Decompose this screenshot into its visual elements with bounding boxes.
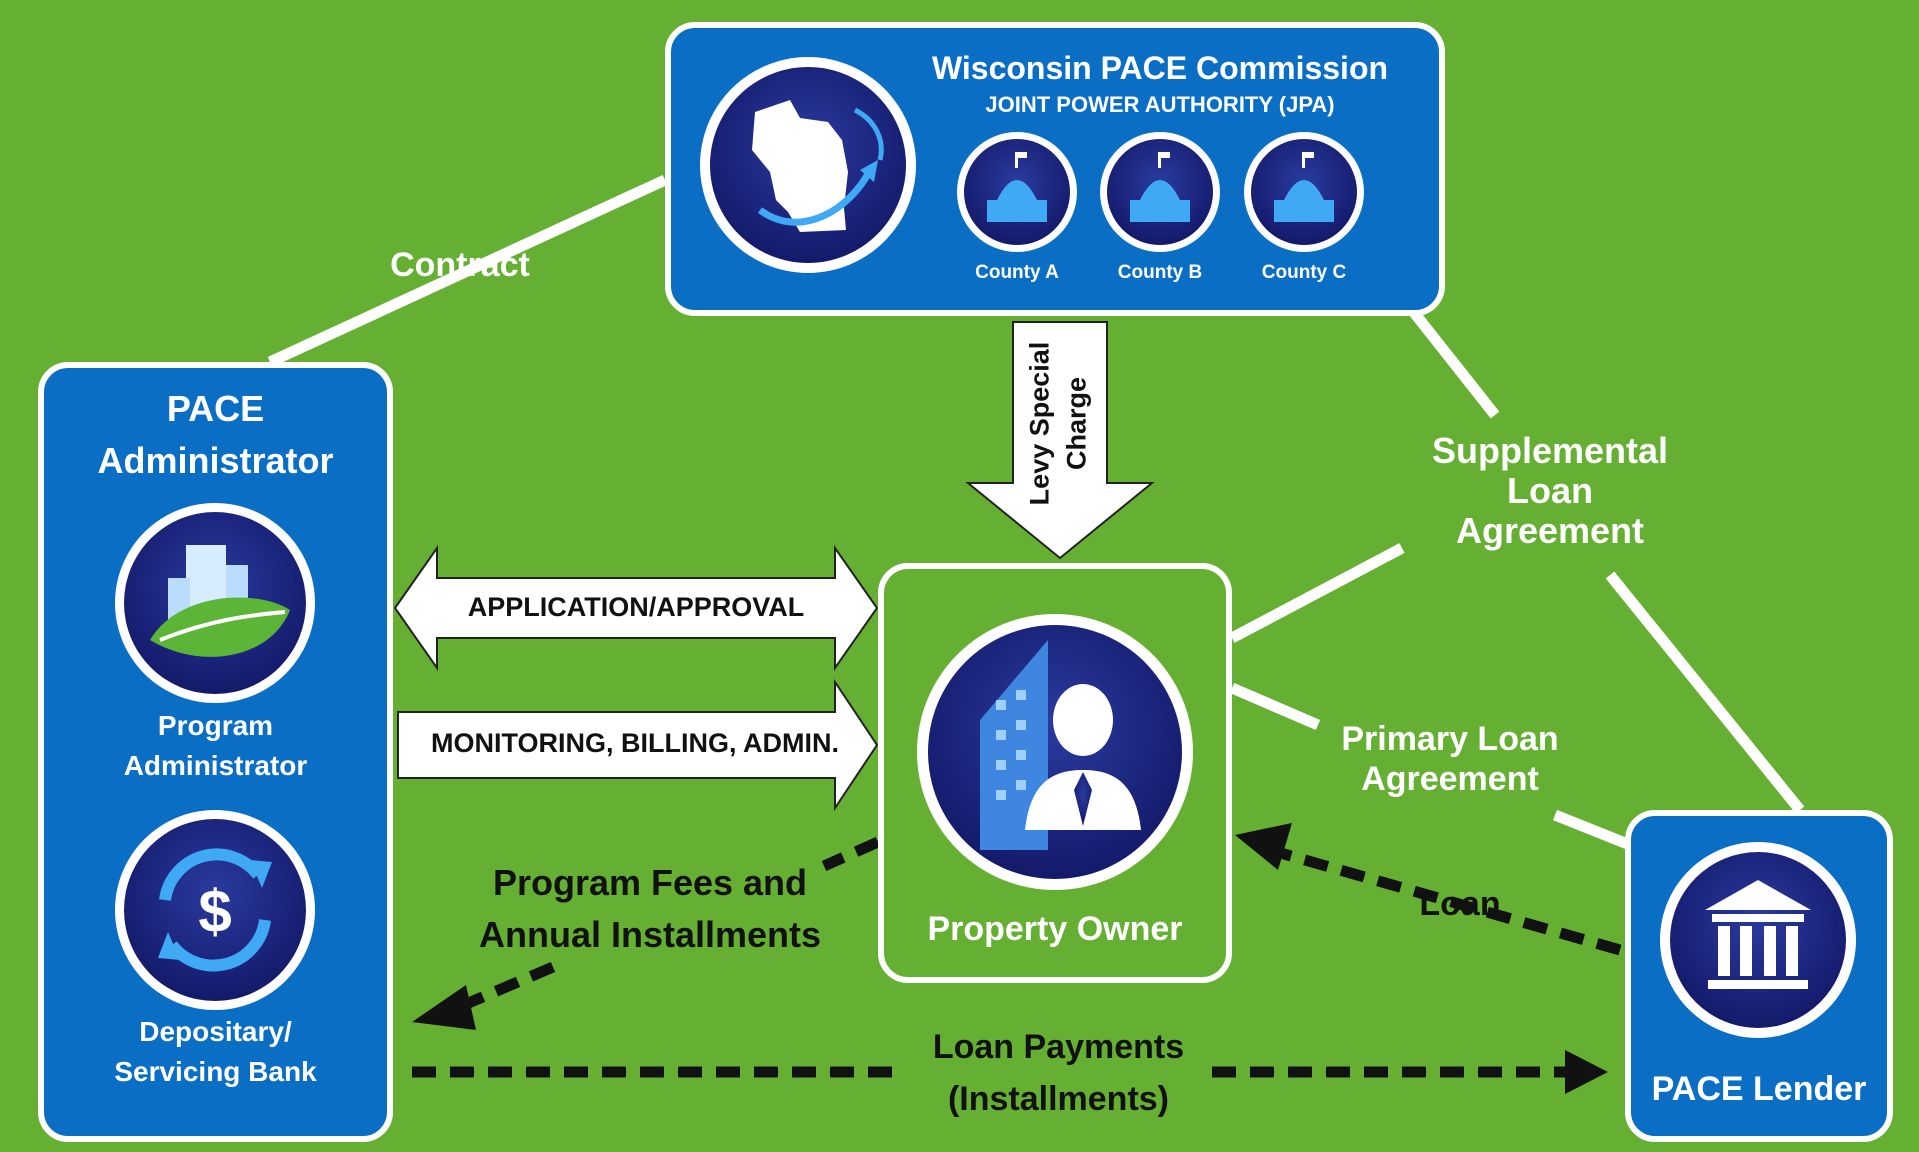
monitoring-label: MONITORING, BILLING, ADMIN. bbox=[431, 728, 839, 758]
green-building-leaf-icon bbox=[115, 503, 315, 703]
primary-owner-line bbox=[1229, 682, 1321, 731]
county-label-c: County C bbox=[1261, 262, 1347, 283]
application-arrow bbox=[393, 544, 879, 672]
county-label-a: County A bbox=[975, 262, 1059, 283]
contract-line bbox=[267, 175, 668, 367]
loan-label: Loan bbox=[1419, 885, 1501, 923]
capitol-building-icon-c bbox=[1244, 132, 1364, 252]
businessman-building-icon bbox=[917, 614, 1193, 890]
fees-arrowhead bbox=[412, 985, 476, 1030]
payments-label-line1: Loan Payments bbox=[932, 1028, 1185, 1066]
primary-label-line2: Agreement bbox=[1361, 760, 1539, 798]
fees-label-line2: Annual Installments bbox=[478, 914, 822, 955]
dollar-exchange-icon: $ bbox=[115, 810, 315, 1010]
loan-dashed-line bbox=[1268, 844, 1622, 956]
supplemental-label-line2: Loan bbox=[1507, 470, 1593, 511]
administrator-title-line1: PACE bbox=[166, 388, 265, 429]
jpa-lender-line-bottom bbox=[1605, 571, 1805, 814]
levy-label-line1: Levy Special bbox=[1024, 341, 1055, 506]
jpa-lender-line-top bbox=[1407, 306, 1500, 419]
lender-label: PACE Lender bbox=[1651, 1070, 1867, 1108]
fees-dashed-line-upper bbox=[821, 836, 881, 872]
bank-label-line1: Depositary/ bbox=[139, 1016, 292, 1047]
supplemental-owner-line bbox=[1229, 543, 1405, 643]
commission-title: Wisconsin PACE Commission bbox=[931, 50, 1389, 86]
bank-label-line2: Servicing Bank bbox=[114, 1056, 317, 1087]
contract-label: Contract bbox=[390, 246, 530, 284]
commission-subtitle: JOINT POWER AUTHORITY (JPA) bbox=[985, 92, 1335, 117]
payments-label-line2: (Installments) bbox=[947, 1080, 1170, 1118]
levy-label-line2: Charge bbox=[1061, 376, 1092, 471]
loan-arrowhead bbox=[1235, 823, 1292, 870]
primary-lender-line bbox=[1552, 809, 1633, 851]
capitol-building-icon-a bbox=[957, 132, 1077, 252]
supplemental-label-line3: Agreement bbox=[1455, 510, 1645, 551]
program-label-line2: Administrator bbox=[123, 750, 308, 781]
fees-label-line1: Program Fees and bbox=[492, 862, 808, 903]
administrator-title-line2: Administrator bbox=[97, 440, 334, 481]
svg-text:$: $ bbox=[198, 878, 231, 945]
county-label-b: County B bbox=[1117, 262, 1203, 283]
supplemental-label-line1: Supplemental bbox=[1431, 430, 1669, 471]
primary-label-line1: Primary Loan bbox=[1341, 720, 1559, 758]
property-owner-label: Property Owner bbox=[927, 910, 1183, 948]
program-label-line1: Program bbox=[157, 710, 274, 741]
administrator-box bbox=[38, 362, 393, 1142]
payments-arrowhead bbox=[1565, 1050, 1608, 1094]
monitoring-arrow bbox=[397, 678, 879, 812]
application-label: APPLICATION/APPROVAL bbox=[467, 592, 805, 622]
bank-building-icon bbox=[1660, 842, 1856, 1038]
levy-arrow bbox=[965, 321, 1155, 560]
capitol-building-icon-b bbox=[1100, 132, 1220, 252]
wisconsin-map-icon bbox=[700, 57, 916, 273]
